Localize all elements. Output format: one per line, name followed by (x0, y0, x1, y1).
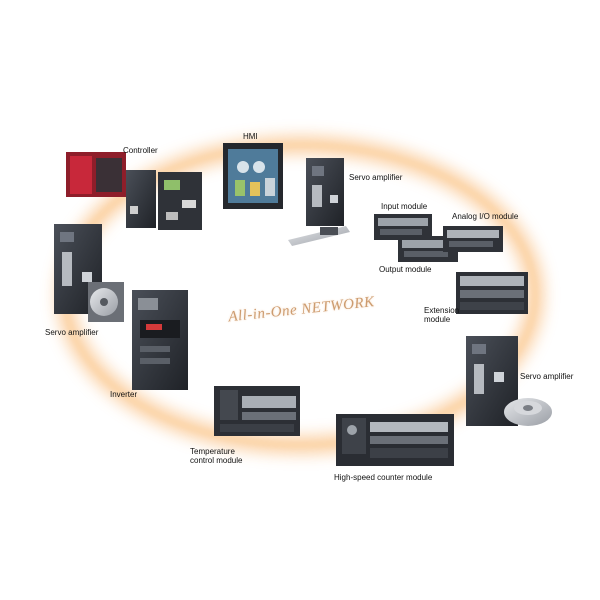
hmi-device (223, 143, 283, 209)
extension-label-2: module (424, 315, 451, 324)
temperature-module-device (214, 386, 300, 436)
servo-right-device (466, 336, 552, 426)
servo-right-label: Servo amplifier (520, 372, 574, 381)
highspeed-counter-label: High-speed counter module (334, 473, 433, 482)
controller-label: Controller (123, 146, 158, 155)
inverter-label: Inverter (110, 390, 138, 399)
servo-top-label: Servo amplifier (349, 173, 403, 182)
input-module-label: Input module (381, 202, 428, 211)
servo-left-label: Servo amplifier (45, 328, 99, 337)
output-module-label: Output module (379, 265, 432, 274)
servo-left-device (54, 224, 124, 322)
highspeed-counter-device (336, 414, 454, 466)
analog-io-device (443, 226, 503, 252)
temperature-label-1: Temperature (190, 447, 235, 456)
input-module-device (374, 214, 432, 240)
inverter-device (132, 290, 188, 390)
hmi-label: HMI (243, 132, 258, 141)
extension-module-device (456, 272, 528, 314)
servo-top-device (288, 158, 350, 246)
controller-device (66, 152, 202, 230)
extension-label-1: Extension (424, 306, 460, 315)
temperature-label-2: control module (190, 456, 243, 465)
analog-io-label: Analog I/O module (452, 212, 519, 221)
